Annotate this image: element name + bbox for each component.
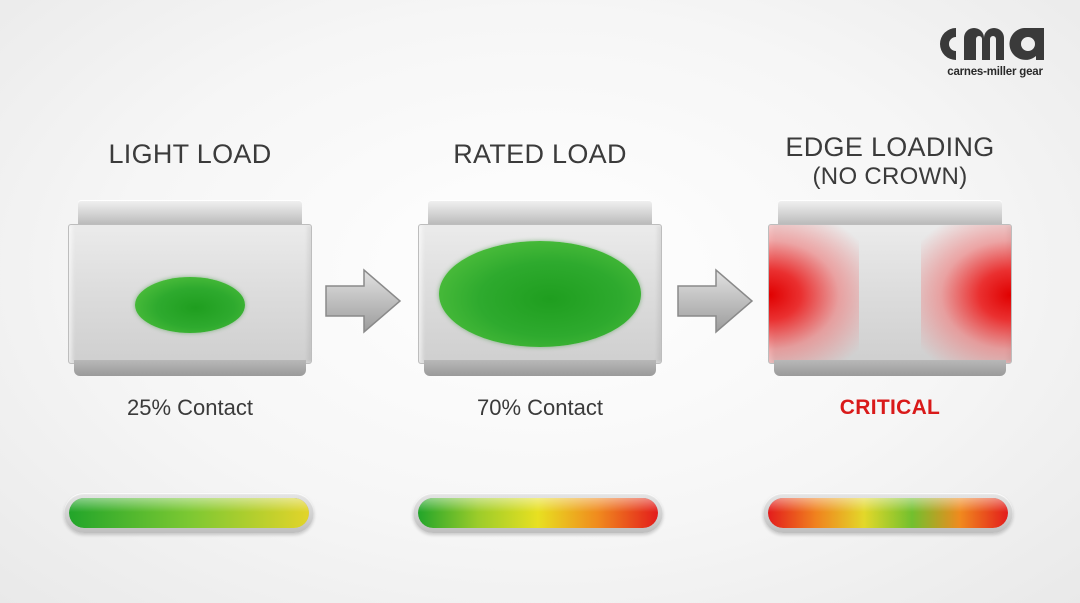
logo-caption: carnes-miller gear (947, 66, 1043, 78)
right-arrow-icon (677, 268, 754, 334)
edge-hotspot-right (921, 225, 1011, 363)
stage-title-edge-loading: EDGE LOADING (785, 132, 995, 162)
tooth-top-flange (428, 200, 652, 226)
gear-tooth-block-rated-load (418, 200, 662, 378)
contact-label-rated-load: 70% Contact (477, 395, 603, 420)
tooth-bottom-lip (774, 360, 1006, 376)
tooth-flank-face (768, 224, 1012, 364)
right-arrow-icon (325, 268, 402, 334)
tooth-bottom-lip (74, 360, 306, 376)
company-logo: carnes-miller gear (936, 22, 1056, 82)
tooth-bottom-lip (424, 360, 656, 376)
tooth-top-flange (78, 200, 302, 226)
contact-pattern-ellipse (439, 241, 641, 347)
stage-title-light-load: LIGHT LOAD (108, 139, 272, 169)
load-gauge-fill (418, 498, 658, 528)
cmg-logo-mark-icon (940, 28, 1044, 60)
contact-pattern-ellipse (135, 277, 245, 333)
load-gauge-fill (69, 498, 309, 528)
gear-tooth-block-light-load (68, 200, 312, 378)
load-gauge-rated-load (413, 493, 663, 533)
tooth-flank-face (68, 224, 312, 364)
contact-label-light-load: 25% Contact (127, 395, 253, 420)
tooth-top-flange (778, 200, 1002, 226)
stage-title-rated-load: RATED LOAD (453, 139, 627, 169)
tooth-flank-face (418, 224, 662, 364)
gear-tooth-block-edge-loading (768, 200, 1012, 378)
load-gauge-fill (768, 498, 1008, 528)
load-gauge-edge-loading (763, 493, 1013, 533)
critical-status-label: CRITICAL (839, 396, 941, 419)
load-gauge-light-load (64, 493, 314, 533)
edge-hotspot-left (769, 225, 859, 363)
stage-subtitle-no-crown: (NO CROWN) (812, 163, 968, 190)
